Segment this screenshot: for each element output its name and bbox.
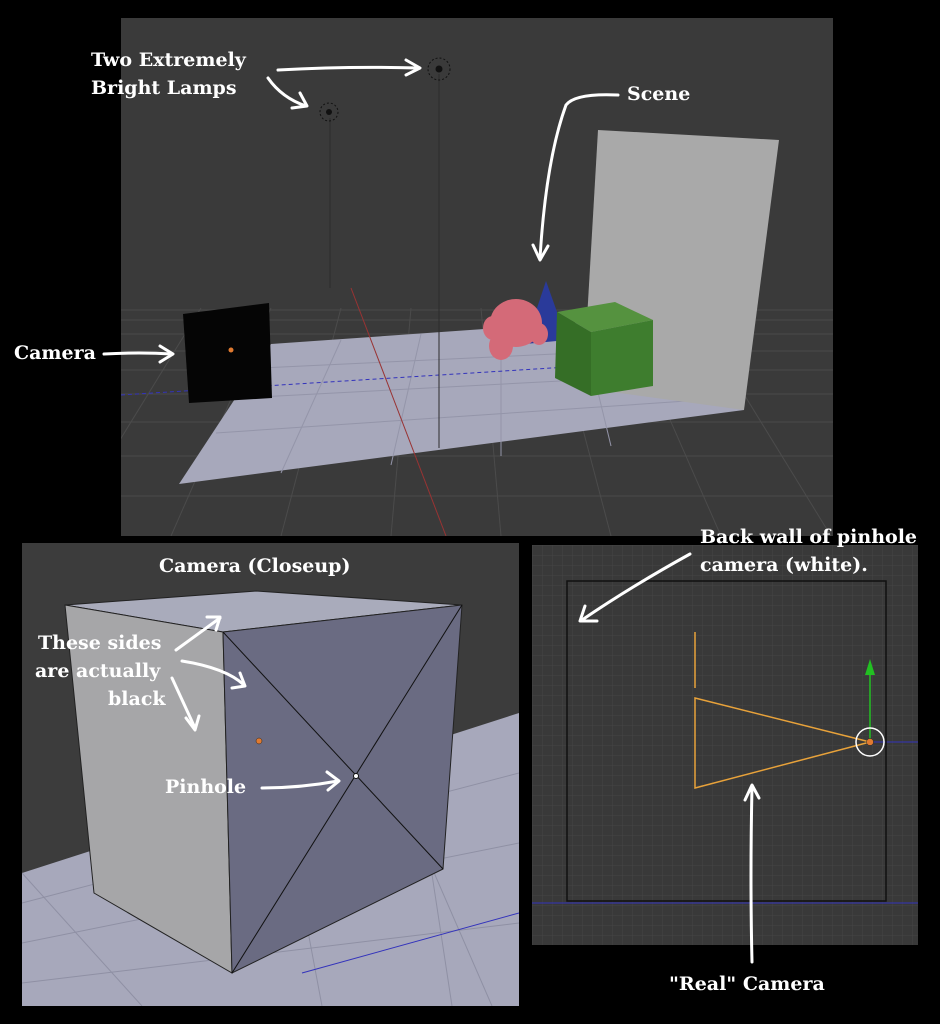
label-real-camera: "Real" Camera — [669, 973, 825, 995]
green-cube — [555, 302, 653, 396]
camera-origin-icon — [228, 347, 234, 353]
overview-scene — [121, 57, 833, 536]
label-camera: Camera — [14, 342, 96, 364]
label-scene: Scene — [627, 83, 691, 105]
label-back-wall-line1: Back wall of pinhole — [700, 526, 918, 548]
label-back-wall-line2: camera (white). — [700, 554, 868, 576]
label-pinhole: Pinhole — [165, 776, 247, 798]
label-sides-line3: black — [108, 688, 166, 710]
y-axis-arrow-icon — [865, 659, 875, 675]
camera-origin-icon — [866, 738, 874, 746]
back-wall-outline — [566, 580, 887, 902]
viewport-camera-closeup[interactable] — [22, 543, 519, 1006]
camera-origin-ring[interactable] — [855, 727, 885, 757]
lamp-icon[interactable] — [427, 57, 451, 81]
label-lamps-line1: Two Extremely — [91, 49, 246, 71]
label-sides-line2: are actually — [35, 660, 161, 682]
lamp-icon[interactable] — [319, 102, 339, 122]
pinhole-point — [353, 773, 359, 779]
monkey-head — [483, 299, 548, 360]
pinhole-camera-box[interactable] — [183, 303, 272, 403]
x-axis-line — [350, 287, 447, 536]
label-lamps-line2: Bright Lamps — [91, 77, 237, 99]
viewport-overview[interactable] — [121, 18, 833, 536]
label-sides-line1: These sides — [38, 632, 162, 654]
label-camera-closeup: Camera (Closeup) — [159, 555, 351, 577]
camera-frustum-icon[interactable] — [694, 632, 871, 789]
topview-scene — [532, 545, 918, 945]
closeup-scene — [22, 590, 519, 1006]
viewport-camera-topview[interactable] — [532, 545, 918, 945]
camera-origin-icon — [255, 737, 263, 745]
